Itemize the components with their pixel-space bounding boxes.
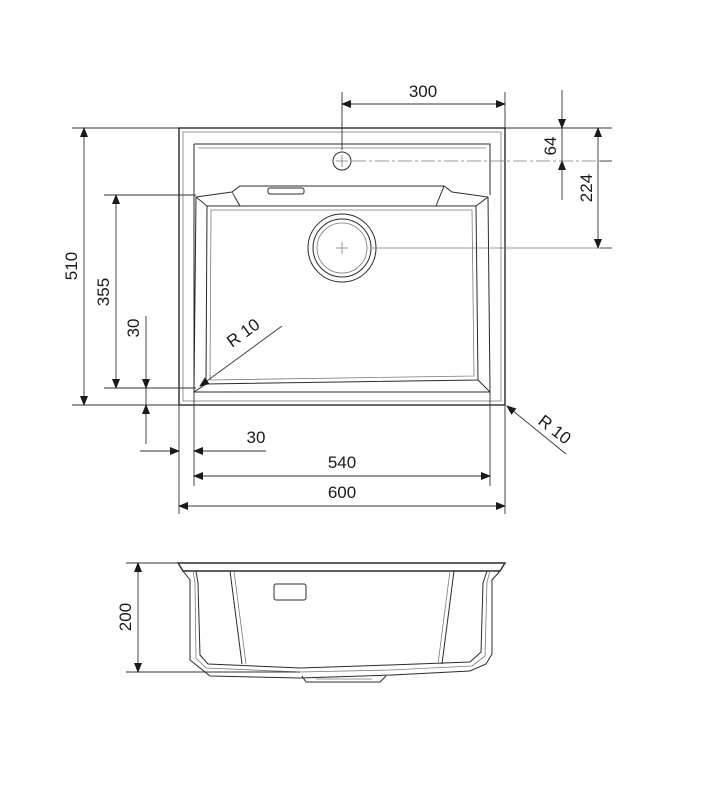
radius-outer-label: R 10 — [535, 411, 575, 448]
dim-30-left-label: 30 — [124, 319, 143, 338]
dim-540-label: 540 — [328, 453, 356, 472]
dim-200-label: 200 — [116, 603, 135, 631]
dim-224-label: 224 — [577, 174, 596, 202]
section-rim — [176, 562, 507, 572]
section-bowl-outer — [182, 570, 501, 679]
sink-rim-inner-line — [182, 131, 502, 402]
sink-bowl-inner — [205, 205, 479, 385]
overflow-slot — [267, 187, 305, 195]
dim-600-label: 600 — [328, 483, 356, 502]
dim-bottom: 30 540 600 — [140, 392, 506, 514]
sink-deck-outline — [194, 143, 491, 195]
dim-300: 300 — [341, 82, 506, 150]
section-overflow — [273, 583, 307, 601]
tap-hole — [332, 151, 352, 171]
dim-200: 200 — [116, 562, 300, 673]
radius-inner-label: R 10 — [223, 315, 263, 351]
dim-radius-outer: R 10 — [506, 405, 575, 455]
dim-radius-inner: R 10 — [199, 315, 283, 387]
plan-view — [178, 127, 600, 406]
dim-510-label: 510 — [62, 252, 81, 280]
dim-300-label: 300 — [409, 82, 437, 101]
dim-64-label: 64 — [541, 137, 560, 156]
dim-right: 64 224 — [505, 90, 612, 249]
dim-30-bottom-label: 30 — [247, 428, 266, 447]
section-view — [176, 562, 507, 683]
sink-bowl-outline — [193, 185, 491, 393]
dim-left: 510 355 30 — [62, 127, 196, 444]
drain-outlet — [307, 213, 377, 283]
dim-355-label: 355 — [94, 278, 113, 306]
section-bowl-inner — [195, 570, 488, 669]
